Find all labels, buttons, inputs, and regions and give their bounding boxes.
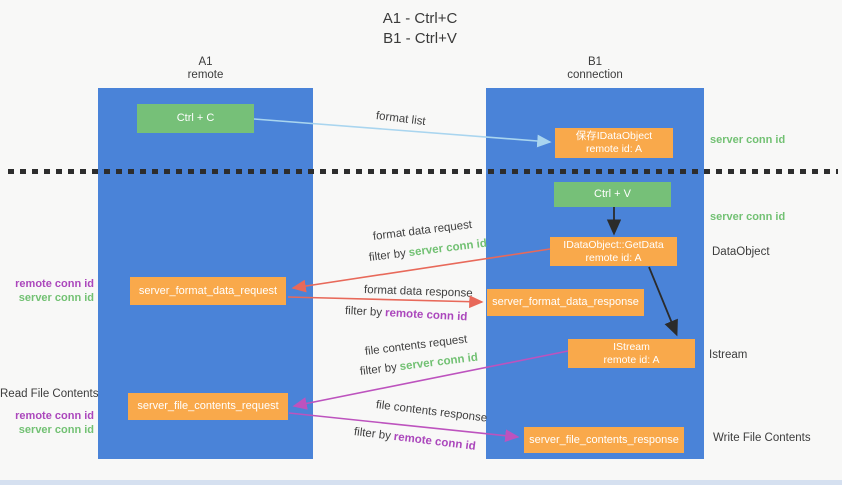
lifeline-header-a1: A1 remote	[98, 56, 313, 82]
label-format-data-request: format data request	[372, 218, 473, 243]
title-line-2: B1 - Ctrl+V	[383, 30, 457, 47]
label-server-conn-id-right-mid: server conn id	[710, 211, 786, 223]
label-istream: Istream	[709, 349, 748, 361]
title-line-1: A1 - Ctrl+C	[382, 10, 458, 27]
node-server-file-contents-request: server_file_contents_request	[128, 393, 288, 420]
node-save-idataobject: 保存IDataObject remote id: A	[555, 128, 673, 158]
filter-by-text: filter by	[353, 426, 392, 443]
label-read-file-contents: Read File Contents	[0, 388, 99, 400]
node-istream-line2: remote id: A	[603, 353, 660, 366]
label-format-list: format list	[375, 110, 427, 129]
lifeline-b1-name: B1	[587, 56, 603, 68]
label-file-contents-response: file contents response	[375, 399, 488, 425]
node-ctrl-c-label: Ctrl + C	[176, 112, 215, 124]
label-format-data-response: format data response	[363, 284, 473, 300]
label-remote-conn-id-left-2: remote conn id	[15, 410, 94, 422]
label-conn-pair-file: remote conn id server conn id	[0, 410, 94, 437]
label-dataobject: DataObject	[712, 246, 770, 258]
node-istream-line1: IStream	[613, 340, 650, 353]
server-conn-id-text: server conn id	[399, 351, 479, 374]
filter-by-text: filter by	[359, 361, 398, 378]
label-server-conn-id-right-top: server conn id	[710, 134, 786, 146]
node-idataobject-getdata-line2: remote id: A	[585, 251, 642, 264]
node-idataobject-getdata: IDataObject::GetData remote id: A	[550, 237, 677, 266]
lifeline-header-b1: B1 connection	[486, 56, 704, 82]
node-save-idataobject-line1: 保存IDataObject	[575, 130, 653, 142]
node-server-file-contents-request-label: server_file_contents_request	[137, 400, 279, 412]
node-server-file-contents-response: server_file_contents_response	[524, 427, 684, 453]
lifeline-a1-role: remote	[187, 69, 224, 81]
label-remote-conn-id-left-1: remote conn id	[15, 278, 94, 290]
remote-conn-id-text: remote conn id	[384, 307, 468, 324]
node-server-format-data-request-label: server_format_data_request	[138, 284, 278, 297]
label-server-conn-id-left-1: server conn id	[18, 291, 94, 304]
node-ctrl-v-label: Ctrl + V	[594, 188, 631, 200]
dotted-separator-line	[8, 169, 838, 174]
node-server-file-contents-response-label: server_file_contents_response	[529, 433, 679, 446]
node-server-format-data-response: server_format_data_response	[487, 289, 644, 316]
lifeline-b1-role: connection	[567, 69, 623, 81]
node-ctrl-v: Ctrl + V	[554, 182, 671, 207]
filter-by-text: filter by	[368, 247, 407, 264]
label-write-file-contents: Write File Contents	[713, 432, 811, 444]
label-server-conn-id-left-2: server conn id	[18, 423, 94, 436]
window-bottom-edge	[0, 480, 842, 485]
node-save-idataobject-line2: remote id: A	[585, 143, 643, 155]
lifeline-a1-name: A1	[198, 56, 213, 68]
diagram-title: A1 - Ctrl+C B1 - Ctrl+V	[330, 9, 510, 49]
label-conn-pair-format: remote conn id server conn id	[0, 278, 94, 305]
node-istream: IStream remote id: A	[568, 339, 695, 368]
filter-by-text: filter by	[344, 305, 383, 319]
node-server-format-data-response-label: server_format_data_response	[492, 296, 639, 308]
server-conn-id-text: server conn id	[408, 237, 488, 260]
node-idataobject-getdata-line1: IDataObject::GetData	[563, 238, 664, 251]
node-ctrl-c: Ctrl + C	[137, 104, 254, 133]
remote-conn-id-text: remote conn id	[393, 430, 477, 453]
node-server-format-data-request: server_format_data_request	[130, 277, 286, 305]
